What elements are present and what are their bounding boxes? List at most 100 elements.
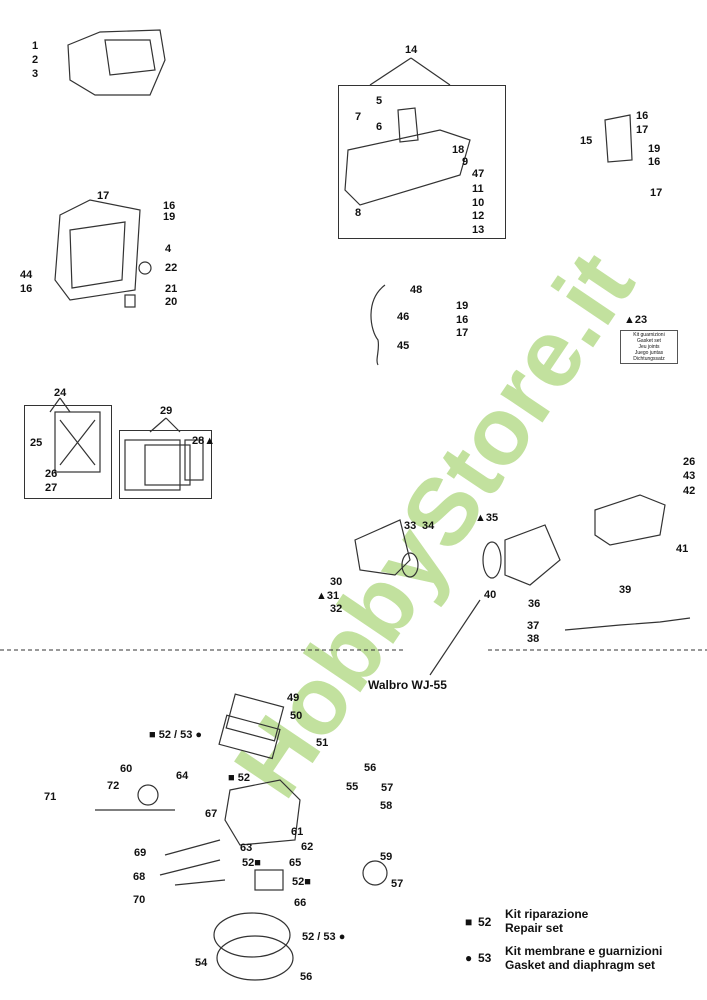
part-number: 47: [472, 168, 485, 180]
part-number: 70: [133, 894, 146, 906]
part-number: 63: [240, 842, 253, 854]
part-number: 9: [462, 156, 469, 168]
part-number: 17: [97, 190, 110, 202]
part-number: 69: [134, 847, 147, 859]
part-number: 42: [683, 485, 696, 497]
air-filter-drawing: [54, 411, 101, 473]
kit-text: Jeu joints: [638, 344, 660, 350]
part-number: 7: [355, 111, 362, 123]
choke-shaft-drawing: [164, 839, 221, 856]
group-box-29: [119, 430, 212, 499]
part-number: 32: [330, 603, 343, 615]
legend-line: Gasket and diaphragm set: [505, 958, 656, 972]
part-number: 26: [683, 456, 696, 468]
part-number: 3: [32, 68, 39, 80]
muffler-drawing: [54, 199, 141, 301]
carburetor-model-title: Walbro WJ-55: [368, 678, 447, 692]
air-filter-cover-drawing: [344, 129, 471, 206]
part-number: 19: [648, 143, 661, 155]
part-number: 52■: [292, 876, 311, 888]
part-number: 28▲: [192, 435, 216, 447]
group-box-24: [24, 405, 112, 499]
part-number: 16: [20, 283, 33, 295]
part-number: 64: [176, 770, 189, 782]
part-number: 29: [160, 405, 173, 417]
filter-housing-drawing: [594, 494, 666, 546]
part-number: 52 / 53 ●: [302, 931, 346, 943]
carb-body-drawing: [224, 779, 301, 846]
part-number: 39: [619, 584, 632, 596]
part-number: 27: [45, 482, 58, 494]
part-number: ■ 52: [228, 772, 250, 784]
part-number: 10: [472, 197, 485, 209]
group-box-14: [338, 85, 506, 239]
part-number: 36: [528, 598, 541, 610]
bracket-drawing: [604, 114, 633, 163]
part-number: 57: [391, 878, 404, 890]
part-number: 21: [165, 283, 178, 295]
part-number: 1: [32, 40, 39, 52]
part-number: 46: [397, 311, 410, 323]
legend-line: Repair set: [505, 921, 564, 935]
pump-cover-drawing: [225, 693, 285, 742]
part-number: 19: [163, 211, 176, 223]
part-number: 16: [163, 200, 176, 212]
legend-line: Kit membrane e guarnizioni: [505, 944, 663, 958]
part-number: 40: [484, 589, 497, 601]
kit-text: Juego juntas: [634, 350, 664, 356]
part-number: 26: [45, 468, 58, 480]
part-number: 59: [380, 851, 393, 863]
part-number: 38: [527, 633, 540, 645]
part-number: 33: [404, 520, 417, 532]
part-number: 25: [30, 437, 43, 449]
part-number: 68: [133, 871, 146, 883]
legend-symbol: ●: [465, 951, 473, 965]
part-number: 62: [301, 841, 314, 853]
part-number: 16: [636, 110, 649, 122]
part-number: 2: [32, 54, 39, 66]
part-number: 61: [291, 826, 304, 838]
part-number: 17: [650, 187, 663, 199]
part-number: 19: [456, 300, 469, 312]
part-number: 54: [195, 957, 208, 969]
legend-line: Kit riparazione: [505, 907, 589, 921]
part-number: 17: [456, 327, 469, 339]
knob-drawing: [397, 107, 419, 143]
part-number: 41: [676, 543, 689, 555]
part-number: 67: [205, 808, 218, 820]
part-number: 55: [346, 781, 359, 793]
carburetor-drawing: [504, 524, 561, 586]
choke-plate-drawing: [362, 860, 388, 886]
part-number: 37: [527, 620, 540, 632]
part-number: 30: [330, 576, 343, 588]
part-number: ■ 52 / 53 ●: [149, 729, 203, 741]
part-number: 4: [165, 243, 172, 255]
part-number: 8: [355, 207, 362, 219]
part-number: 50: [290, 710, 303, 722]
part-number: 20: [165, 296, 178, 308]
part-number: 14: [405, 44, 418, 56]
part-number: ▲31: [316, 590, 340, 602]
part-number: 57: [381, 782, 394, 794]
part-number: 58: [380, 800, 393, 812]
kit-text: Gasket set: [637, 338, 661, 344]
part-number: 65: [289, 857, 302, 869]
part-number: 24: [54, 387, 67, 399]
part-number: 56: [364, 762, 377, 774]
gasket-drawing: [401, 552, 419, 578]
part-number: 51: [316, 737, 329, 749]
needle-valve-drawing: [254, 869, 284, 891]
part-number: 72: [107, 780, 120, 792]
part-number: 16: [456, 314, 469, 326]
carb-gasket-drawing: [482, 541, 502, 579]
pre-filter-drawing: [124, 439, 181, 491]
part-number: ▲23: [624, 314, 648, 326]
part-number: 71: [44, 791, 57, 803]
part-number: 6: [376, 121, 383, 133]
throttle-plate-drawing: [137, 784, 159, 806]
part-number: 11: [472, 183, 484, 195]
cylinder-cover-drawing: [67, 29, 166, 96]
throttle-cable-drawing: [564, 617, 691, 631]
part-number: 22: [165, 262, 178, 274]
